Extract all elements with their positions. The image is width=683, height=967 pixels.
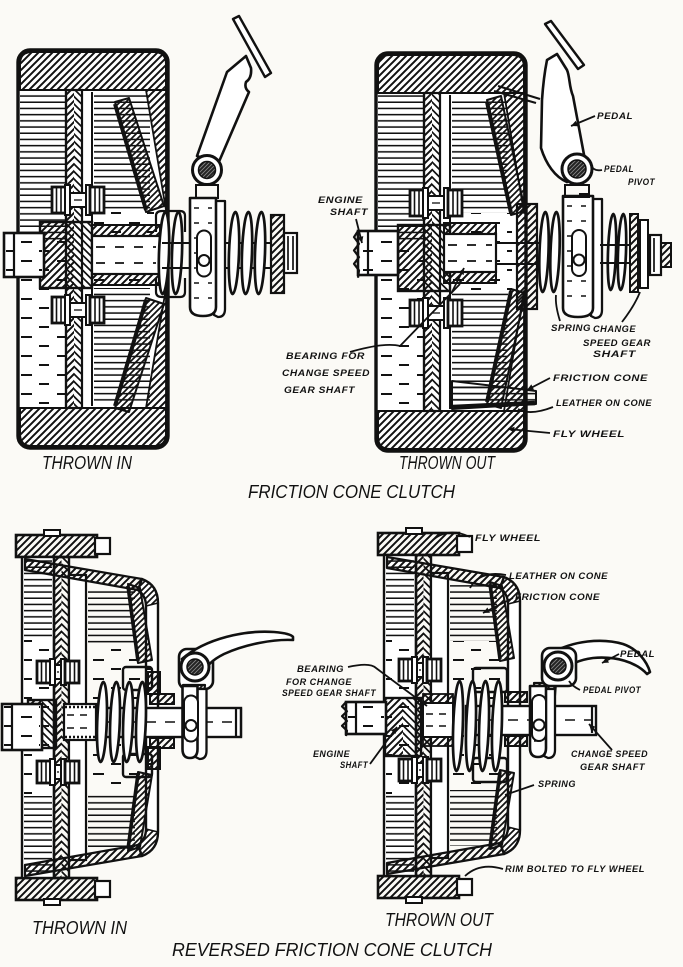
svg-text:CHANGE: CHANGE: [593, 324, 636, 335]
svg-text:FLY WHEEL: FLY WHEEL: [553, 429, 625, 440]
svg-text:FRICTION CONE: FRICTION CONE: [515, 592, 600, 603]
svg-text:PEDAL PIVOT: PEDAL PIVOT: [583, 685, 642, 696]
svg-text:ENGINE: ENGINE: [313, 749, 350, 760]
svg-text:GEAR SHAFT: GEAR SHAFT: [284, 385, 356, 396]
svg-text:ENGINE: ENGINE: [318, 195, 363, 206]
svg-text:SPRING: SPRING: [551, 323, 591, 334]
svg-text:THROWN OUT: THROWN OUT: [399, 453, 497, 473]
svg-text:REVERSED FRICTION CONE CLUTCH: REVERSED FRICTION CONE CLUTCH: [172, 940, 493, 960]
svg-text:PEDAL: PEDAL: [604, 164, 634, 175]
svg-text:SPEED GEAR SHAFT: SPEED GEAR SHAFT: [282, 688, 377, 699]
svg-text:LEATHER ON CONE: LEATHER ON CONE: [556, 398, 652, 409]
svg-text:FRICTION CONE CLUTCH: FRICTION CONE CLUTCH: [248, 482, 456, 502]
svg-text:FRICTION CONE: FRICTION CONE: [553, 373, 648, 384]
svg-text:THROWN IN: THROWN IN: [42, 453, 133, 473]
svg-text:PIVOT: PIVOT: [628, 177, 656, 188]
svg-text:SHAFT: SHAFT: [340, 760, 369, 771]
svg-text:SPRING: SPRING: [538, 779, 576, 790]
svg-text:FLY WHEEL: FLY WHEEL: [475, 533, 541, 544]
svg-text:BEARING: BEARING: [297, 664, 344, 675]
svg-text:RIM BOLTED TO FLY WHEEL: RIM BOLTED TO FLY WHEEL: [505, 864, 645, 874]
svg-text:THROWN OUT: THROWN OUT: [385, 910, 495, 930]
svg-text:THROWN IN: THROWN IN: [32, 918, 128, 938]
svg-text:PEDAL: PEDAL: [597, 111, 633, 122]
svg-text:GEAR SHAFT: GEAR SHAFT: [580, 762, 646, 773]
svg-text:LEATHER ON CONE: LEATHER ON CONE: [509, 571, 608, 582]
svg-text:CHANGE SPEED: CHANGE SPEED: [282, 368, 370, 379]
svg-text:BEARING FOR: BEARING FOR: [286, 351, 365, 362]
svg-text:FOR CHANGE: FOR CHANGE: [286, 677, 352, 688]
svg-text:SPEED GEAR: SPEED GEAR: [583, 338, 651, 349]
svg-text:PEDAL: PEDAL: [620, 649, 655, 660]
svg-text:SHAFT: SHAFT: [593, 349, 637, 360]
svg-text:SHAFT: SHAFT: [330, 207, 369, 218]
svg-text:CHANGE SPEED: CHANGE SPEED: [571, 749, 648, 760]
